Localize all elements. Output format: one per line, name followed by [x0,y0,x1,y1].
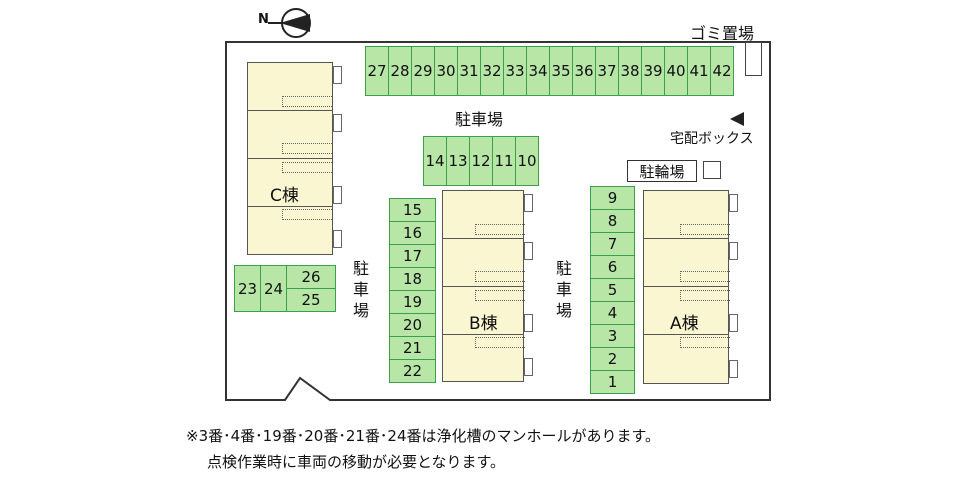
balcony [524,194,533,212]
parking-stall: 1 [590,370,635,394]
parking-label-left: 駐車場 [352,258,370,321]
balcony [729,360,738,378]
parking-stall: 25 [286,288,336,312]
compass-letter: N [258,12,269,27]
parking-stall: 41 [687,46,711,96]
building-b-label: B棟 [469,314,498,334]
parking-stall: 39 [641,46,665,96]
parking-stall: 34 [526,46,550,96]
parking-label-right-text: 駐車場 [555,259,572,320]
parking-stall: 13 [446,136,470,186]
parking-stall: 26 [286,265,336,289]
parking-stall: 31 [457,46,481,96]
parking-stall: 38 [618,46,642,96]
compass-icon [268,8,311,38]
parking-stall: 27 [365,46,389,96]
balcony [729,194,738,212]
balcony [729,314,738,332]
parking-stall: 23 [234,265,261,312]
balcony [333,66,342,84]
compass: N [258,6,318,40]
parking-stall: 32 [480,46,504,96]
parking-stall: 28 [388,46,412,96]
parking-label-right: 駐車場 [555,258,573,321]
arrow-left-icon [730,112,744,126]
building-a-label: A棟 [670,314,699,334]
building-a: A棟 [643,190,730,384]
bicycle-parking: 駐輪場 [627,160,697,182]
parking-stall: 19 [389,290,436,314]
parking-stall: 3 [590,324,635,348]
parking-label-left-text: 駐車場 [352,259,369,320]
parking-stall: 36 [572,46,596,96]
garbage-area [745,42,762,76]
parking-stall: 5 [590,278,635,302]
parking-stall: 4 [590,301,635,325]
parking-stall: 33 [503,46,527,96]
balcony [524,314,533,332]
note-line-2: 点検作業時に車両の移動が必要となります。 [207,453,506,471]
parking-stall: 35 [549,46,573,96]
balcony [333,186,342,204]
parking-label-top: 駐車場 [455,110,504,129]
parking-stall: 8 [590,209,635,233]
balcony [333,114,342,132]
parking-stall: 30 [434,46,458,96]
parking-stall: 16 [389,221,436,245]
balcony [524,242,533,260]
parking-stall: 11 [492,136,516,186]
balcony [729,242,738,260]
parking-stall: 37 [595,46,619,96]
delivery-box [703,161,721,179]
parking-stall: 24 [260,265,287,312]
building-c: C棟 [247,62,333,255]
garbage-area-label: ゴミ置場 [690,24,755,43]
parking-stall: 17 [389,244,436,268]
balcony [524,358,533,376]
parking-stall: 42 [710,46,734,96]
parking-stall: 21 [389,336,436,360]
parking-stall: 18 [389,267,436,291]
building-c-label: C棟 [270,186,299,206]
parking-stall: 22 [389,359,436,383]
parking-stall: 12 [469,136,493,186]
parking-stall: 10 [515,136,539,186]
building-b: B棟 [442,190,525,382]
parking-stall: 15 [389,198,436,222]
delivery-box-label: 宅配ボックス [670,131,754,147]
parking-stall: 2 [590,347,635,371]
parking-stall: 29 [411,46,435,96]
parking-stall: 7 [590,232,635,256]
parking-stall: 9 [590,186,635,210]
parking-stall: 20 [389,313,436,337]
note-line-1: ※3番･4番･19番･20番･21番･24番は浄化槽のマンホールがあります。 [186,427,661,445]
parking-stall: 14 [423,136,447,186]
balcony [333,230,342,248]
parking-stall: 40 [664,46,688,96]
parking-stall: 6 [590,255,635,279]
